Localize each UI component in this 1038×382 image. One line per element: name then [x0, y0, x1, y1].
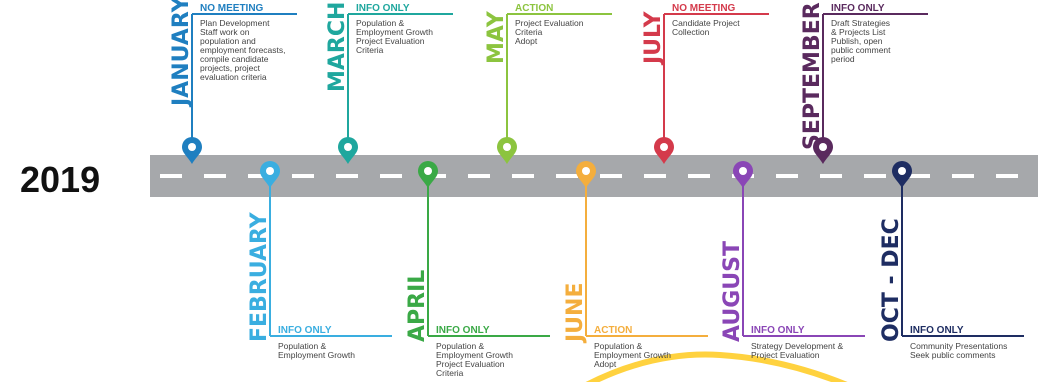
- milestone-description: Population &: [356, 18, 405, 28]
- status-tag: NO MEETING: [200, 3, 264, 14]
- milestone-description: employment forecasts,: [200, 45, 286, 55]
- month-label: JULY: [641, 10, 666, 66]
- milestone-description: Criteria: [356, 45, 384, 55]
- status-tag: INFO ONLY: [831, 3, 885, 14]
- status-tag: ACTION: [594, 325, 632, 336]
- milestone-description: Population &: [594, 341, 643, 351]
- road-dash: [776, 174, 798, 178]
- month-label: APRIL: [405, 270, 430, 342]
- road-dash: [908, 174, 930, 178]
- status-tag: ACTION: [515, 3, 553, 14]
- month-label: FEBRUARY: [247, 211, 272, 342]
- month-label: JANUARY: [169, 0, 194, 108]
- milestone-description: Project Evaluation: [515, 18, 584, 28]
- milestone-description: evaluation criteria: [200, 72, 267, 82]
- milestone-description: Strategy Development &: [751, 341, 843, 351]
- status-tag: NO MEETING: [672, 3, 736, 14]
- location-pin-dot: [739, 167, 747, 175]
- milestone-description: Staff work on: [200, 27, 250, 37]
- road-dash: [864, 174, 886, 178]
- milestone-description: Candidate Project: [672, 18, 740, 28]
- milestone-description: Draft Strategies: [831, 18, 890, 28]
- month-label: MARCH: [325, 2, 350, 92]
- milestone-description: & Projects List: [831, 27, 886, 37]
- location-pin-dot: [188, 143, 196, 151]
- milestone-description: Criteria: [436, 368, 464, 378]
- month-label: MAY: [484, 10, 509, 64]
- milestone-description: compile candidate: [200, 54, 269, 64]
- location-pin-dot: [898, 167, 906, 175]
- road-dash: [380, 174, 402, 178]
- location-pin-dot: [424, 167, 432, 175]
- road-dash: [996, 174, 1018, 178]
- milestone-description: Project Evaluation: [356, 36, 425, 46]
- milestone-description: Employment Growth: [356, 27, 433, 37]
- milestone-description: Criteria: [515, 27, 543, 37]
- milestone-june: JUNE ACTION Population &Employment GrowthA…: [563, 161, 708, 369]
- road-dash: [512, 174, 534, 178]
- month-label: JUNE: [563, 283, 588, 345]
- milestone-description: projects, project: [200, 63, 261, 73]
- location-pin-dot: [266, 167, 274, 175]
- road-dash: [468, 174, 490, 178]
- milestone-description: Population &: [436, 341, 485, 351]
- year-label: 2019: [20, 159, 100, 200]
- road-dash: [292, 174, 314, 178]
- milestone-february: FEBRUARY INFO ONLY Population &Employment …: [247, 161, 392, 360]
- road-dash: [248, 174, 270, 178]
- milestone-description: public comment: [831, 45, 891, 55]
- road-dash: [600, 174, 622, 178]
- milestone-description: Employment Growth: [594, 350, 671, 360]
- milestone-description: Collection: [672, 27, 710, 37]
- location-pin-dot: [582, 167, 590, 175]
- status-tag: INFO ONLY: [910, 325, 964, 336]
- month-label: AUGUST: [720, 241, 745, 342]
- status-tag: INFO ONLY: [356, 3, 410, 14]
- month-label: SEPTEMBER: [800, 2, 825, 150]
- location-pin-dot: [660, 143, 668, 151]
- road-dash: [820, 174, 842, 178]
- milestone-description: Plan Development: [200, 18, 270, 28]
- milestone-description: Adopt: [594, 359, 617, 369]
- road-dash: [204, 174, 226, 178]
- milestone-description: Employment Growth: [278, 350, 355, 360]
- milestone-description: Project Evaluation: [436, 359, 505, 369]
- highlight-arc: [585, 351, 848, 382]
- location-pin-dot: [819, 143, 827, 151]
- milestone-oct-dec: OCT - DEC INFO ONLY Community Presentation…: [879, 161, 1024, 360]
- milestone-description: period: [831, 54, 855, 64]
- road-dash: [336, 174, 358, 178]
- road-dash: [688, 174, 710, 178]
- milestone-august: AUGUST INFO ONLY Strategy Development &Pro…: [720, 161, 865, 360]
- road-dash: [160, 174, 182, 178]
- status-tag: INFO ONLY: [751, 325, 805, 336]
- milestone-description: Population &: [278, 341, 327, 351]
- milestone-description: Adopt: [515, 36, 538, 46]
- milestone-description: Publish, open: [831, 36, 883, 46]
- milestone-september: SEPTEMBER INFO ONLY Draft Strategies& Proj…: [800, 2, 928, 164]
- road-dash: [644, 174, 666, 178]
- milestone-description: Community Presentations: [910, 341, 1007, 351]
- milestone-description: Employment Growth: [436, 350, 513, 360]
- month-label: OCT - DEC: [879, 218, 904, 342]
- location-pin-dot: [344, 143, 352, 151]
- milestone-description: population and: [200, 36, 256, 46]
- road-dash: [952, 174, 974, 178]
- status-tag: INFO ONLY: [436, 325, 490, 336]
- location-pin-dot: [503, 143, 511, 151]
- milestone-description: Seek public comments: [910, 350, 996, 360]
- milestone-july: JULY NO MEETING Candidate ProjectCollectio…: [641, 3, 769, 164]
- milestone-description: Project Evaluation: [751, 350, 820, 360]
- status-tag: INFO ONLY: [278, 325, 332, 336]
- milestone-march: MARCH INFO ONLY Population &Employment Gro…: [325, 2, 453, 164]
- milestone-april: APRIL INFO ONLY Population &Employment Gro…: [405, 161, 550, 378]
- road-dash: [556, 174, 578, 178]
